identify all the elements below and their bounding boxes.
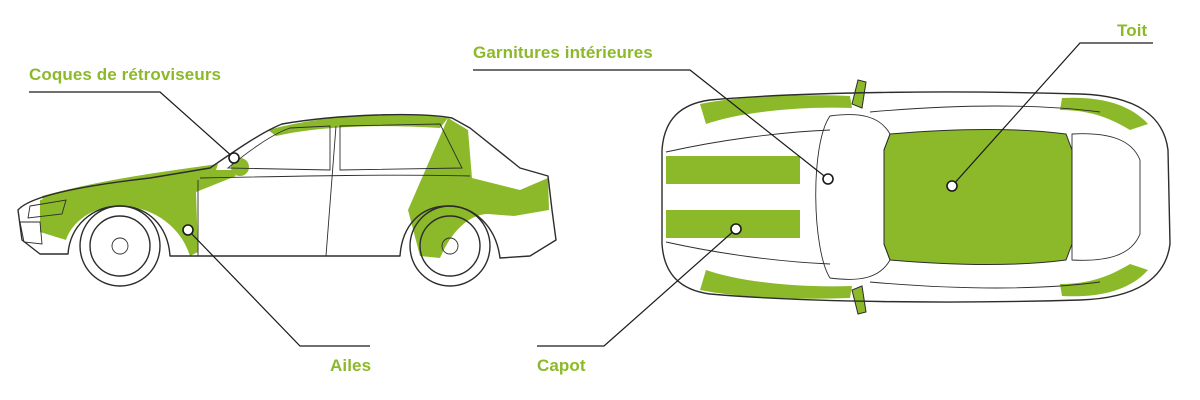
mirrors-dot bbox=[228, 152, 240, 164]
beltline bbox=[199, 174, 471, 179]
rear-wheel bbox=[409, 205, 491, 287]
side-line-lower bbox=[869, 281, 1101, 289]
interior-dot bbox=[822, 173, 834, 185]
side-line-upper bbox=[869, 105, 1101, 113]
top-body-outline bbox=[661, 91, 1171, 303]
front-wheel bbox=[79, 205, 161, 287]
headlight bbox=[27, 199, 67, 219]
fenders-label: Ailes bbox=[330, 356, 372, 375]
mirrors-leader bbox=[29, 91, 235, 159]
mirror-caps-label: Coques de rétroviseurs bbox=[29, 65, 222, 84]
interior-leader bbox=[473, 69, 829, 180]
roof-label: Toit bbox=[1117, 21, 1148, 40]
door-line-front bbox=[325, 125, 337, 257]
hood-leader bbox=[537, 228, 737, 347]
front-corner-bottom-wrap bbox=[700, 270, 852, 299]
rear-corner-bottom-wrap bbox=[1060, 264, 1148, 297]
hood-crease-lower bbox=[665, 241, 831, 265]
interior-trim-label: Garnitures intérieures bbox=[473, 43, 653, 62]
fenders-leader bbox=[187, 229, 370, 347]
grille bbox=[19, 221, 43, 245]
rear-fender-wrap bbox=[408, 118, 549, 258]
hood-crease-upper bbox=[665, 129, 831, 153]
front-corner-top-wrap bbox=[700, 95, 852, 124]
side-view-car bbox=[17, 113, 557, 287]
hood-label: Capot bbox=[537, 356, 586, 375]
roof-leader bbox=[951, 42, 1153, 187]
top-mirror-lower bbox=[851, 285, 867, 315]
windshield bbox=[815, 114, 891, 280]
rear-window-outline bbox=[339, 123, 463, 171]
fenders-dot bbox=[182, 224, 194, 236]
hood-stripe-upper bbox=[666, 156, 800, 184]
top-mirror-upper bbox=[851, 79, 867, 109]
top-view-car bbox=[661, 79, 1171, 315]
roof-dot bbox=[946, 180, 958, 192]
rear-window-top bbox=[1071, 133, 1141, 261]
roof-wrap bbox=[883, 129, 1073, 265]
hood-dot bbox=[730, 223, 742, 235]
rear-corner-top-wrap bbox=[1060, 97, 1148, 130]
